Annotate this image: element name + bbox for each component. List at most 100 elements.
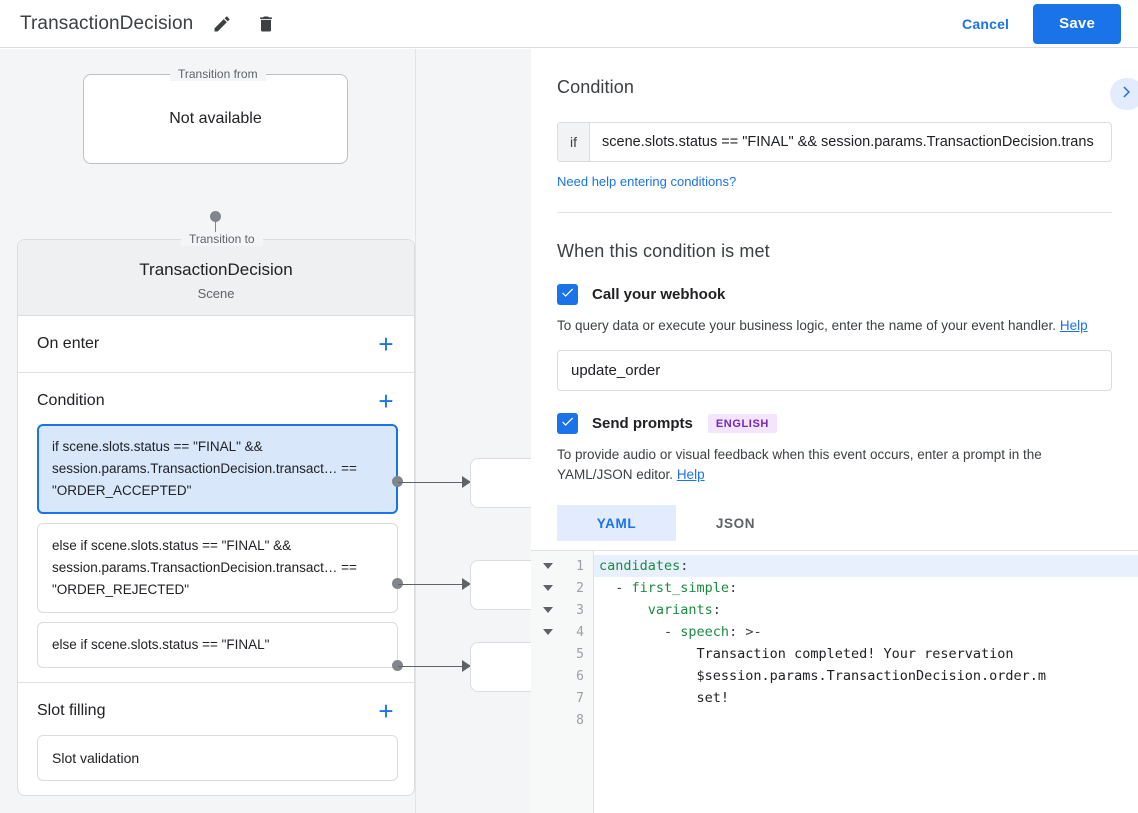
call-webhook-label: Call your webhook [592, 286, 726, 303]
delete-button[interactable] [251, 9, 281, 39]
language-badge: ENGLISH [707, 414, 777, 433]
scene-card-header: TransactionDecision Scene [18, 240, 414, 316]
transition-to-legend: Transition to [181, 232, 263, 246]
section-slot-filling: Slot filling + Slot validation [18, 683, 414, 795]
editor-code-line[interactable]: set! [594, 687, 1138, 709]
editor-line-number: 2 [576, 580, 584, 596]
pencil-icon [212, 14, 232, 34]
editor-code-line[interactable]: candidates: [594, 555, 1138, 577]
transition-from-legend: Transition from [170, 67, 266, 81]
section-condition: Condition + if scene.slots.status == "FI… [18, 373, 414, 683]
code-token: : [712, 602, 721, 618]
code-token: set! [599, 690, 730, 706]
section-on-enter-header: On enter + [37, 330, 398, 358]
transition-from-card[interactable]: Transition from Not available [83, 67, 348, 164]
editor-code-line[interactable]: - speech: >- [594, 621, 1138, 643]
check-icon [560, 285, 575, 305]
edge-arrowhead-2 [462, 660, 471, 672]
scene-card: Transition to TransactionDecision Scene … [17, 232, 415, 796]
send-prompts-label: Send prompts [592, 415, 693, 432]
edit-name-button[interactable] [207, 9, 237, 39]
call-webhook-checkbox[interactable] [557, 284, 578, 305]
editor-line-number: 6 [576, 668, 584, 684]
condition-if-prefix: if [558, 123, 590, 161]
code-token: : >- [729, 624, 762, 640]
when-condition-met-section: When this condition is met Call your web… [531, 213, 1138, 541]
add-condition-button[interactable]: + [378, 386, 394, 416]
section-condition-title: Condition [37, 392, 105, 409]
call-webhook-help-link[interactable]: Help [1059, 318, 1088, 333]
editor-code-line[interactable]: - first_simple: [594, 577, 1138, 599]
condition-item-0[interactable]: if scene.slots.status == "FINAL" && sess… [37, 424, 398, 514]
fold-triangle-icon[interactable] [543, 585, 553, 591]
scene-graph-canvas: Transition from Not available Transition… [0, 49, 531, 813]
scene-type: Scene [197, 286, 235, 301]
trash-icon [256, 14, 276, 34]
edge-dot-0 [392, 476, 403, 487]
tab-yaml[interactable]: YAML [557, 505, 676, 541]
send-prompts-checkbox[interactable] [557, 413, 578, 434]
editor-line-number: 3 [576, 602, 584, 618]
edge-line-2 [398, 666, 464, 667]
section-on-enter: On enter + [18, 316, 414, 373]
section-condition-header: Condition + [37, 387, 398, 415]
condition-section: Condition if scene.slots.status == "FINA… [531, 49, 1138, 213]
editor-code-line[interactable]: variants: [594, 599, 1138, 621]
target-box-2[interactable] [470, 642, 531, 692]
panel-expand-button[interactable] [1110, 78, 1138, 110]
send-prompts-help-link[interactable]: Help [676, 467, 705, 482]
add-slot-filling-button[interactable]: + [378, 696, 394, 726]
editor-gutter-row: 4 [531, 621, 593, 643]
edge-arrowhead-1 [462, 578, 471, 590]
code-token: - [599, 580, 632, 596]
tab-json[interactable]: JSON [715, 515, 756, 531]
fold-triangle-icon[interactable] [543, 607, 553, 613]
editor-code-line[interactable]: $session.params.TransactionDecision.orde… [594, 665, 1138, 687]
send-prompts-description: To provide audio or visual feedback when… [557, 445, 1112, 485]
event-handler-input[interactable] [557, 350, 1112, 391]
add-on-enter-button[interactable]: + [378, 329, 394, 359]
code-token: Transaction completed! Your reservation [599, 646, 1014, 662]
section-slot-filling-header: Slot filling + [37, 697, 398, 725]
detail-panel: Condition if scene.slots.status == "FINA… [531, 49, 1138, 813]
condition-heading: Condition [557, 77, 634, 97]
call-webhook-description: To query data or execute your business l… [557, 316, 1112, 336]
transition-from-value: Not available [169, 110, 262, 127]
condition-input-group[interactable]: if scene.slots.status == "FINAL" && sess… [557, 122, 1112, 162]
target-box-0[interactable] [470, 458, 531, 508]
code-token: - [599, 624, 681, 640]
condition-help-link[interactable]: Need help entering conditions? [557, 174, 737, 189]
code-token: : [729, 580, 738, 596]
editor-gutter-row: 5 [531, 643, 593, 665]
save-button[interactable]: Save [1033, 3, 1121, 44]
fold-triangle-icon[interactable] [543, 629, 553, 635]
top-bar: TransactionDecision Cancel Save [0, 0, 1138, 48]
condition-item-2[interactable]: else if scene.slots.status == "FINAL" [37, 622, 398, 668]
editor-gutter-row: 1 [531, 555, 593, 577]
section-slot-filling-title: Slot filling [37, 702, 106, 719]
code-token: first_simple [631, 580, 730, 596]
fold-triangle-icon[interactable] [543, 563, 553, 569]
canvas-guide-line [415, 49, 416, 813]
cancel-button[interactable]: Cancel [950, 8, 1021, 40]
editor-code-line[interactable]: Transaction completed! Your reservation [594, 643, 1138, 665]
section-on-enter-title: On enter [37, 335, 100, 352]
editor-code-area[interactable]: candidates: - first_simple: variants: - … [594, 551, 1138, 813]
send-prompts-description-text: To provide audio or visual feedback when… [557, 447, 1042, 482]
target-box-1[interactable] [470, 560, 531, 610]
code-token: speech [680, 624, 730, 640]
call-webhook-row: Call your webhook [557, 284, 1112, 305]
editor-gutter-row: 3 [531, 599, 593, 621]
call-webhook-description-text: To query data or execute your business l… [557, 318, 1057, 333]
editor-format-tabs: YAML JSON [557, 505, 1112, 541]
slot-validation-item[interactable]: Slot validation [37, 735, 398, 781]
panel-divider [557, 212, 1112, 213]
edge-dot-1 [392, 578, 403, 589]
check-icon [560, 414, 575, 434]
when-condition-met-heading: When this condition is met [557, 241, 770, 261]
editor-code-line[interactable] [594, 709, 1138, 731]
condition-input[interactable]: scene.slots.status == "FINAL" && session… [602, 134, 1094, 150]
send-prompts-row: Send prompts ENGLISH [557, 413, 1112, 434]
condition-item-1[interactable]: else if scene.slots.status == "FINAL" &&… [37, 523, 398, 613]
